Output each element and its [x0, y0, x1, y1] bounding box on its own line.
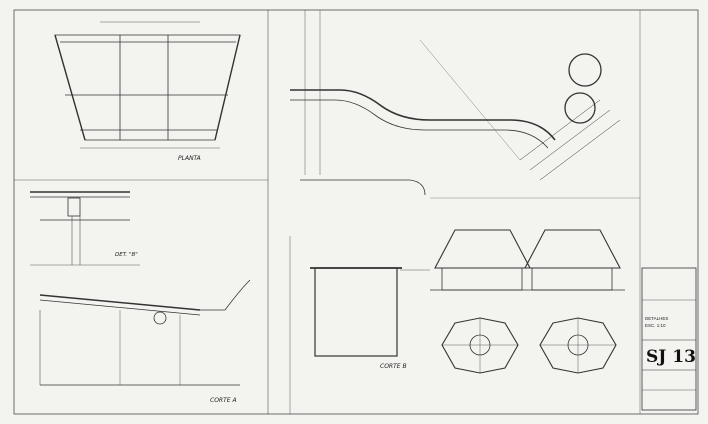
section-b: [289, 236, 430, 414]
label-det-b: DET. "B": [115, 252, 138, 258]
detail-b: [30, 191, 140, 266]
cone-elevations: [430, 229, 625, 291]
title-block-line2: ESC. 1:10: [645, 323, 666, 328]
octagon-plans: [441, 317, 617, 374]
sheet-border: [13, 9, 699, 415]
label-corte-a: CORTE A: [210, 397, 237, 404]
section-a: [39, 279, 251, 386]
title-block: [641, 267, 697, 411]
sheet-code: SJ 13: [646, 347, 696, 367]
curved-plan: [290, 10, 621, 196]
title-block-line1: DETALHES: [645, 316, 668, 321]
plan-view: [54, 21, 241, 149]
label-corte-b: CORTE B: [380, 363, 407, 370]
label-planta: PLANTA: [178, 155, 201, 162]
